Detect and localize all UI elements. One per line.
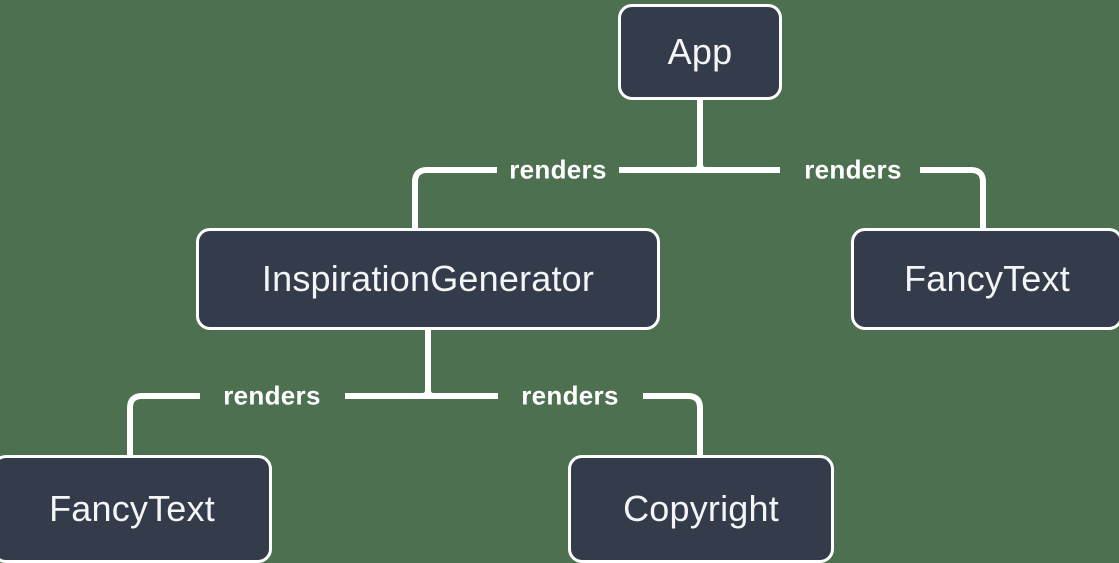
node-app[interactable]: App [618, 4, 782, 100]
node-fancytext-left-label: FancyText [49, 488, 215, 529]
edge-label-inspirationgenerator-to-fancytext-left: renders [223, 380, 321, 411]
node-copyright[interactable]: Copyright [568, 455, 834, 563]
edge-app-to-fancyright-right-seg [920, 167, 986, 230]
node-app-label: App [667, 31, 733, 72]
node-fancytext-left[interactable]: FancyText [0, 455, 272, 563]
node-inspirationgenerator-label: InspirationGenerator [261, 258, 595, 299]
node-copyright-label: Copyright [623, 488, 779, 529]
edge-app-stem [693, 100, 703, 173]
node-inspirationgenerator[interactable]: InspirationGenerator [196, 228, 660, 330]
edge-app-to-inspgen-left-seg [412, 167, 497, 230]
edge-inspgen-to-copyright-right-seg [643, 393, 703, 457]
node-fancytext-right-label: FancyText [904, 258, 1070, 299]
edge-inspgen-stem [421, 330, 431, 399]
edge-label-inspirationgenerator-to-copyright: renders [521, 380, 619, 411]
node-fancytext-right[interactable]: FancyText [851, 228, 1119, 330]
edge-inspgen-to-fancyleft-left-seg [127, 393, 200, 457]
edge-label-app-to-fancytext-right: renders [804, 154, 902, 185]
edge-label-app-to-inspirationgenerator: renders [509, 154, 607, 185]
